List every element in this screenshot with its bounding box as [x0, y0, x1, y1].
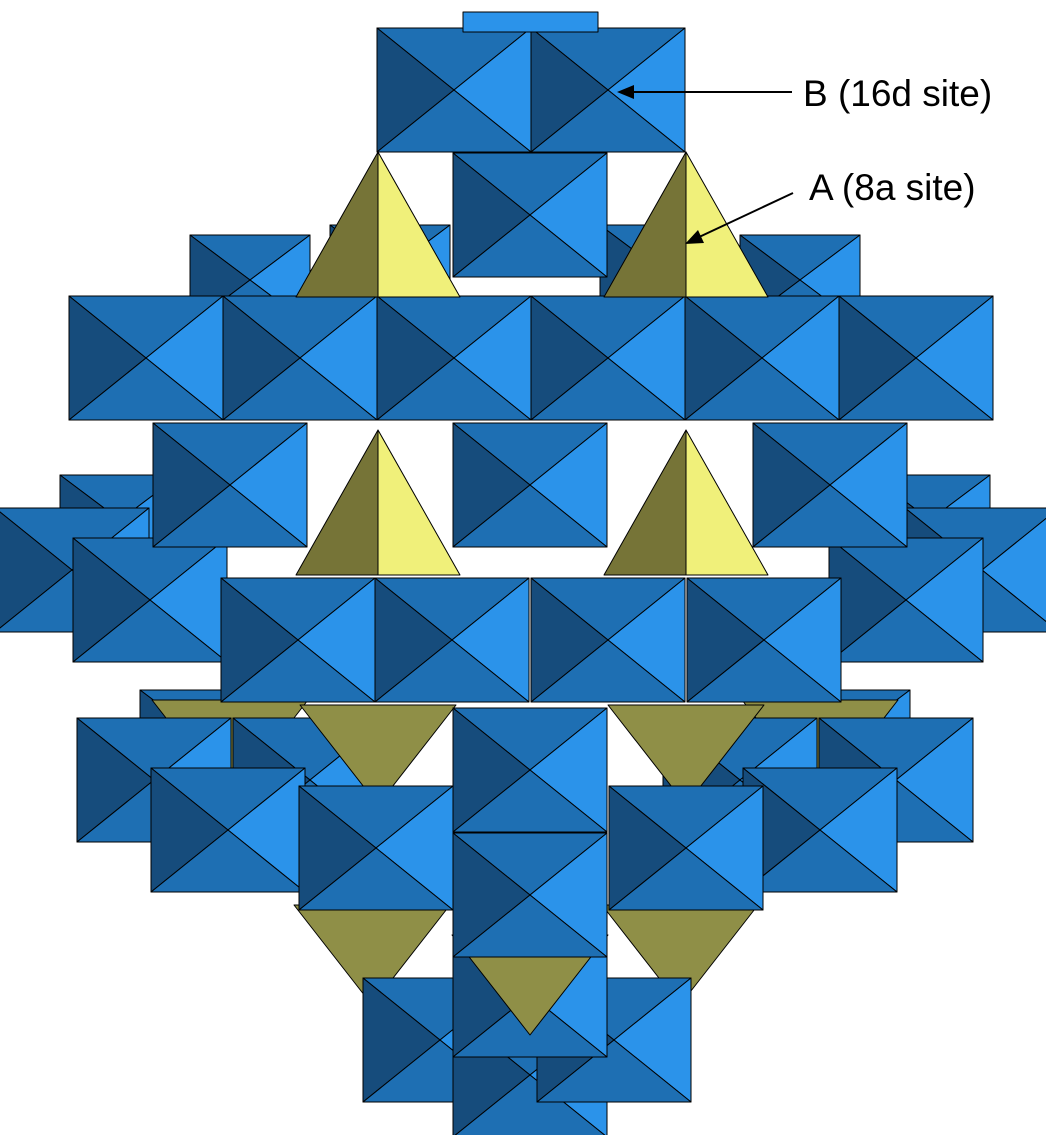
- octahedra-middle-front-row: [220, 577, 842, 703]
- arrowhead-b-site: [617, 85, 634, 99]
- label-b-site: B (16d site): [803, 73, 992, 114]
- annotation-b-site: B (16d site): [617, 73, 992, 114]
- octahedra-middle-columns: [152, 422, 908, 548]
- octahedra-top-column: [376, 11, 686, 278]
- arrow-a-site: [696, 192, 794, 239]
- octahedra-upper-row: [68, 295, 994, 421]
- arrowhead-a-site: [685, 230, 704, 244]
- label-a-site: A (8a site): [809, 167, 976, 208]
- annotation-a-site: A (8a site): [685, 167, 976, 244]
